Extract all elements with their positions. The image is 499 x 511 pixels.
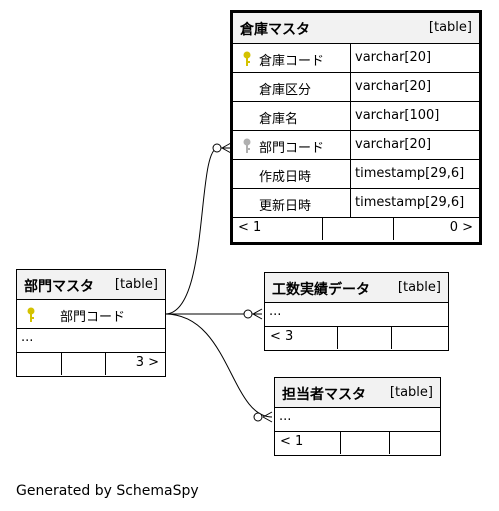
column-name: 倉庫コード [259, 54, 325, 69]
table-footer: < 1 0 > [233, 218, 479, 240]
column-name: 倉庫名 [259, 112, 299, 127]
primary-key-icon [27, 307, 35, 322]
column-row[interactable]: 倉庫区分 varchar[20] [233, 73, 479, 102]
crowfoot-staff [262, 411, 273, 423]
table-footer: < 1 [275, 432, 440, 454]
more-columns: ... [275, 408, 440, 432]
child-count[interactable]: 0 > [449, 220, 473, 235]
edge-department-warehouse [164, 147, 231, 315]
parent-count[interactable]: < 3 [270, 329, 294, 344]
footer-divider [105, 353, 106, 375]
footer-divider [322, 218, 323, 240]
table-footer: < 3 [265, 327, 448, 349]
table-kind: [table] [428, 20, 472, 35]
ellipsis: ... [21, 330, 34, 345]
optional-marker-warehouse [212, 143, 222, 153]
generated-by-credit: Generated by SchemaSpy [16, 483, 199, 499]
table-kind: [table] [114, 277, 158, 292]
optional-marker-staff [253, 412, 263, 422]
column-name: 更新日時 [259, 199, 312, 214]
table-header[interactable]: 倉庫マスタ [table] [233, 13, 479, 44]
column-type: varchar[20] [350, 131, 431, 159]
table-name[interactable]: 担当者マスタ [282, 387, 366, 403]
more-columns: ... [265, 303, 448, 327]
edge-department-staff [164, 313, 273, 418]
column-name: 部門コード [259, 141, 325, 156]
footer-divider [340, 432, 341, 454]
column-type: varchar[20] [350, 73, 431, 101]
column-name: 部門コード [60, 310, 126, 325]
column-row[interactable]: 更新日時 timestamp[29,6] [233, 189, 479, 218]
more-columns: ... [17, 329, 165, 353]
column-row[interactable]: 部門コード [17, 300, 165, 329]
table-footer: 3 > [17, 353, 165, 375]
table-kind: [table] [397, 280, 441, 295]
crowfoot-worklog [252, 308, 263, 320]
parent-count[interactable]: < 1 [238, 220, 262, 235]
ellipsis: ... [279, 409, 292, 424]
foreign-key-icon [243, 138, 251, 153]
table-header[interactable]: 工数実績データ [table] [265, 273, 448, 303]
ellipsis: ... [269, 304, 282, 319]
table-name[interactable]: 倉庫マスタ [240, 22, 310, 38]
crowfoot-warehouse [221, 142, 232, 154]
column-type: timestamp[29,6] [350, 189, 464, 217]
table-name[interactable]: 部門マスタ [24, 279, 94, 295]
table-worklog[interactable]: 工数実績データ [table] ... < 3 [264, 272, 449, 351]
column-row[interactable]: 部門コード varchar[20] [233, 131, 479, 160]
footer-divider [391, 327, 392, 349]
column-row[interactable]: 倉庫名 varchar[100] [233, 102, 479, 131]
column-row[interactable]: 倉庫コード varchar[20] [233, 44, 479, 73]
table-name[interactable]: 工数実績データ [272, 282, 370, 298]
table-warehouse[interactable]: 倉庫マスタ [table] 倉庫コード varchar[20] 倉庫区分 var… [230, 10, 482, 245]
column-type: varchar[100] [350, 102, 439, 130]
table-department[interactable]: 部門マスタ [table] 部門コード ... 3 > [16, 269, 166, 377]
parent-count[interactable]: < 1 [280, 434, 304, 449]
footer-divider [389, 432, 390, 454]
footer-divider [61, 353, 62, 375]
optional-marker-worklog [243, 309, 253, 319]
table-header[interactable]: 担当者マスタ [table] [275, 378, 440, 408]
table-kind: [table] [389, 385, 433, 400]
footer-divider [337, 327, 338, 349]
footer-divider [393, 218, 394, 240]
primary-key-icon [243, 51, 251, 66]
column-type: timestamp[29,6] [350, 160, 464, 188]
table-header[interactable]: 部門マスタ [table] [17, 270, 165, 300]
column-row[interactable]: 作成日時 timestamp[29,6] [233, 160, 479, 189]
column-name: 作成日時 [259, 170, 312, 185]
column-name: 倉庫区分 [259, 83, 312, 98]
column-type: varchar[20] [350, 44, 431, 72]
table-staff[interactable]: 担当者マスタ [table] ... < 1 [274, 377, 441, 456]
child-count[interactable]: 3 > [135, 355, 159, 370]
